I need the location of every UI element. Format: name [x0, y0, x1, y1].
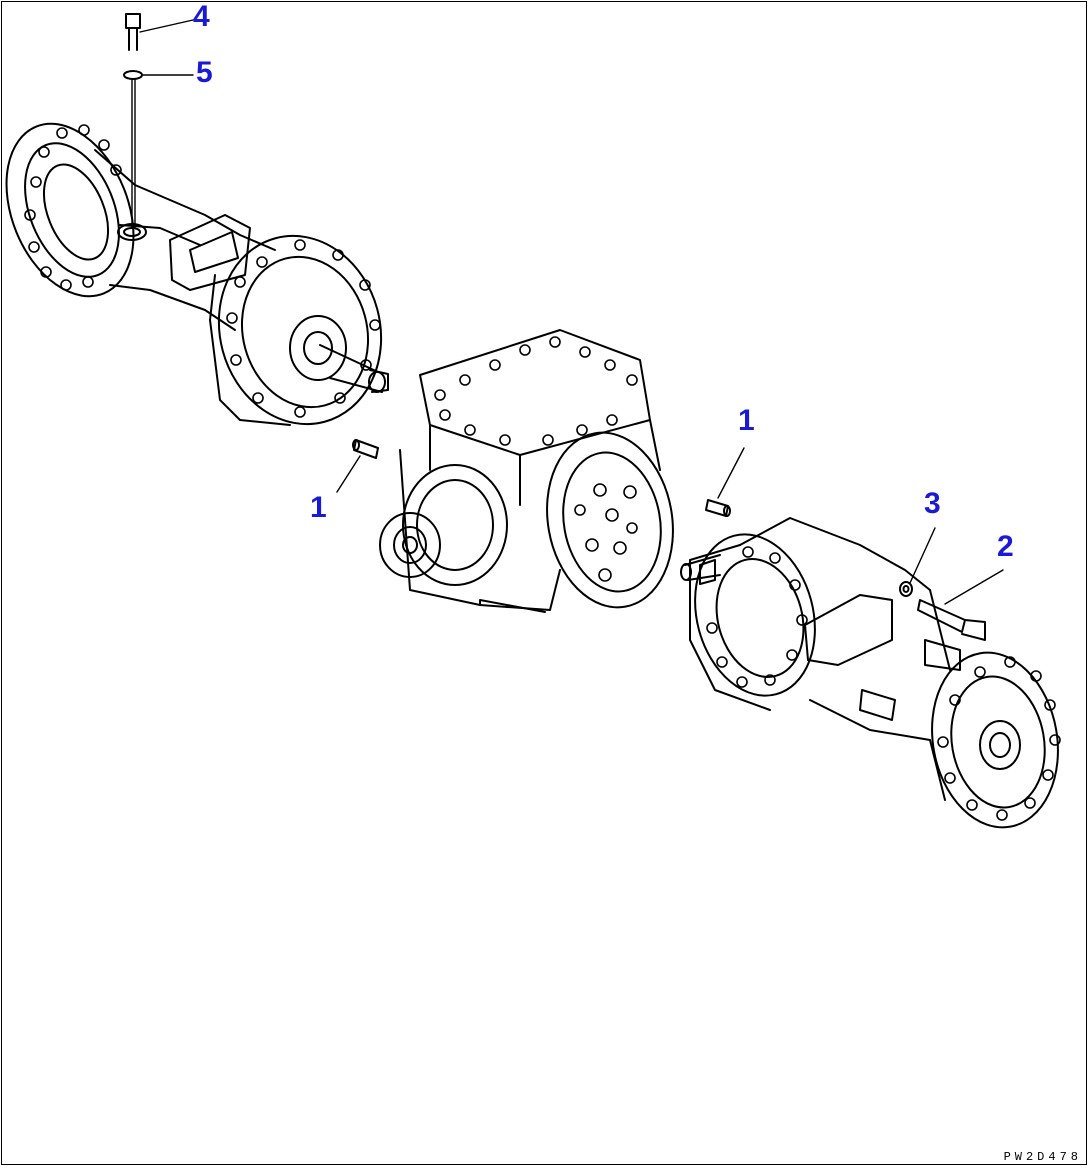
right-pin — [705, 499, 731, 517]
left-pin — [352, 439, 379, 459]
bolt — [917, 599, 986, 641]
drawing-code: PW2D478 — [1003, 1150, 1082, 1164]
callout-3: 3 — [924, 487, 941, 520]
differential-assembly — [379, 329, 674, 613]
callout-1-right: 1 — [738, 404, 755, 437]
callout-2: 2 — [997, 530, 1014, 563]
right-axle-housing — [680, 517, 1061, 829]
leader-lines — [131, 19, 1004, 605]
callout-4: 4 — [193, 0, 210, 33]
drain-plug — [125, 13, 141, 51]
callout-5: 5 — [196, 56, 213, 89]
washer — [899, 581, 913, 597]
callout-1-left: 1 — [310, 491, 327, 524]
left-axle-housing — [5, 122, 389, 426]
gasket — [123, 70, 143, 80]
